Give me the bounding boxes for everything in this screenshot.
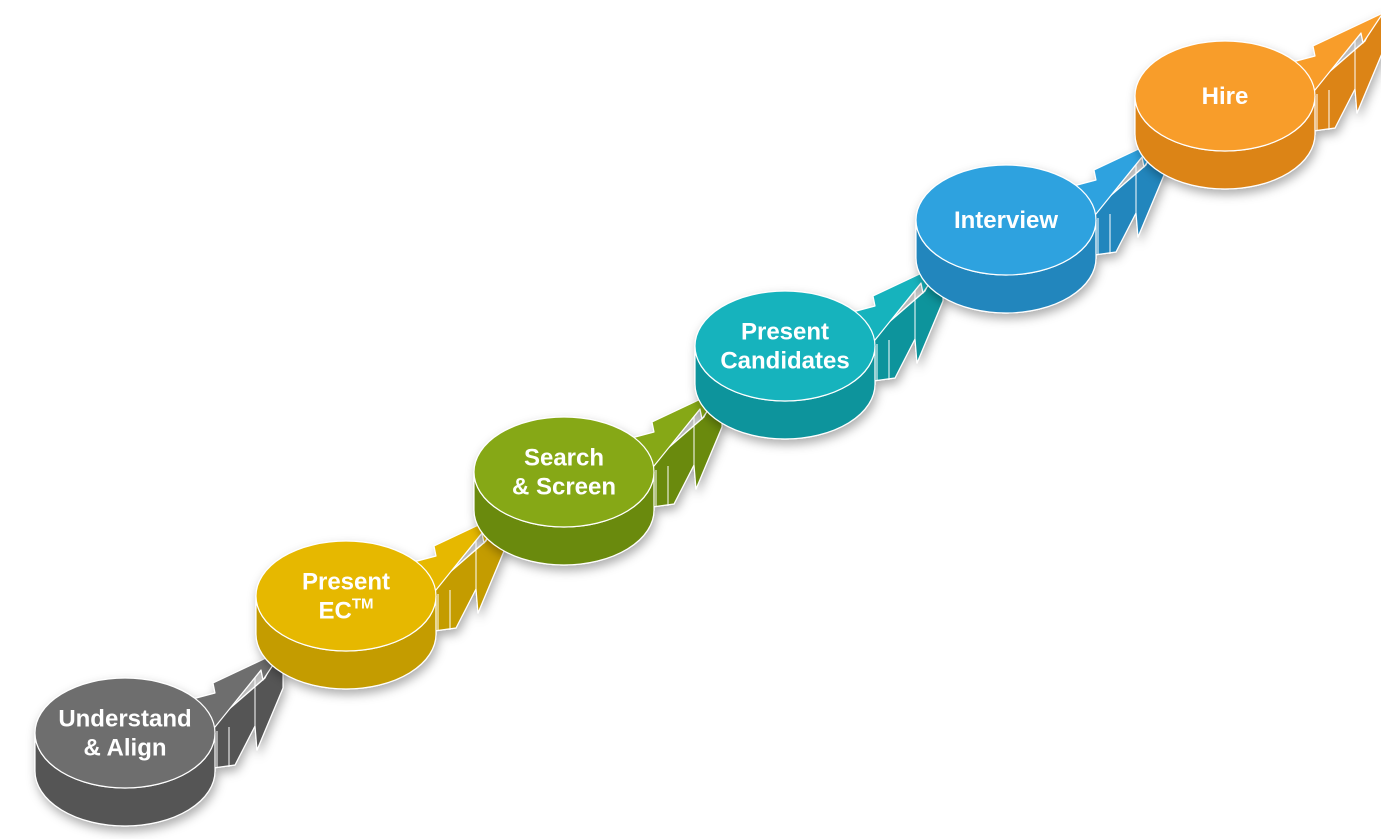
disk-top [694, 290, 876, 402]
step-label: Understand& Align [58, 706, 191, 762]
step-disk [694, 290, 876, 440]
step-label-line: Understand [58, 706, 191, 733]
arrow-edge-detail [437, 541, 477, 630]
arrow-edge-detail [655, 417, 695, 506]
step-disk [915, 164, 1097, 314]
step-label: Interview [954, 207, 1058, 234]
arrow-edge-detail [876, 291, 916, 380]
step-interview: Interview [915, 136, 1165, 314]
step-hire: Hire [1134, 13, 1381, 190]
step-label-line: & Align [83, 735, 166, 762]
step-disk [1134, 40, 1316, 190]
step-label: Search& Screen [512, 445, 616, 501]
step-disk [34, 677, 216, 827]
step-label-line: Search [524, 445, 604, 472]
step-search: Search& Screen [473, 388, 723, 566]
step-disk [255, 540, 437, 690]
step-disk [473, 416, 655, 566]
trademark-superscript: TM [352, 596, 374, 613]
step-label-line: Hire [1202, 83, 1249, 110]
step-label: Hire [1202, 83, 1249, 110]
step-label-line: Candidates [720, 348, 849, 375]
arrow-edge-detail [216, 678, 256, 767]
disk-top [34, 677, 216, 789]
disk-top [255, 540, 437, 652]
step-label-line: Present [302, 569, 390, 596]
step-label-line: Present [741, 319, 829, 346]
step-label-line: EC [318, 598, 351, 625]
step-understand: Understand& Align [34, 649, 284, 827]
disk-top [473, 416, 655, 528]
arrow-edge-detail [1097, 165, 1137, 254]
step-label-line: Interview [954, 207, 1058, 234]
disk-top [1134, 40, 1316, 152]
arrow-edge-detail [1316, 41, 1356, 130]
step-label-line: & Screen [512, 474, 616, 501]
disk-top [915, 164, 1097, 276]
